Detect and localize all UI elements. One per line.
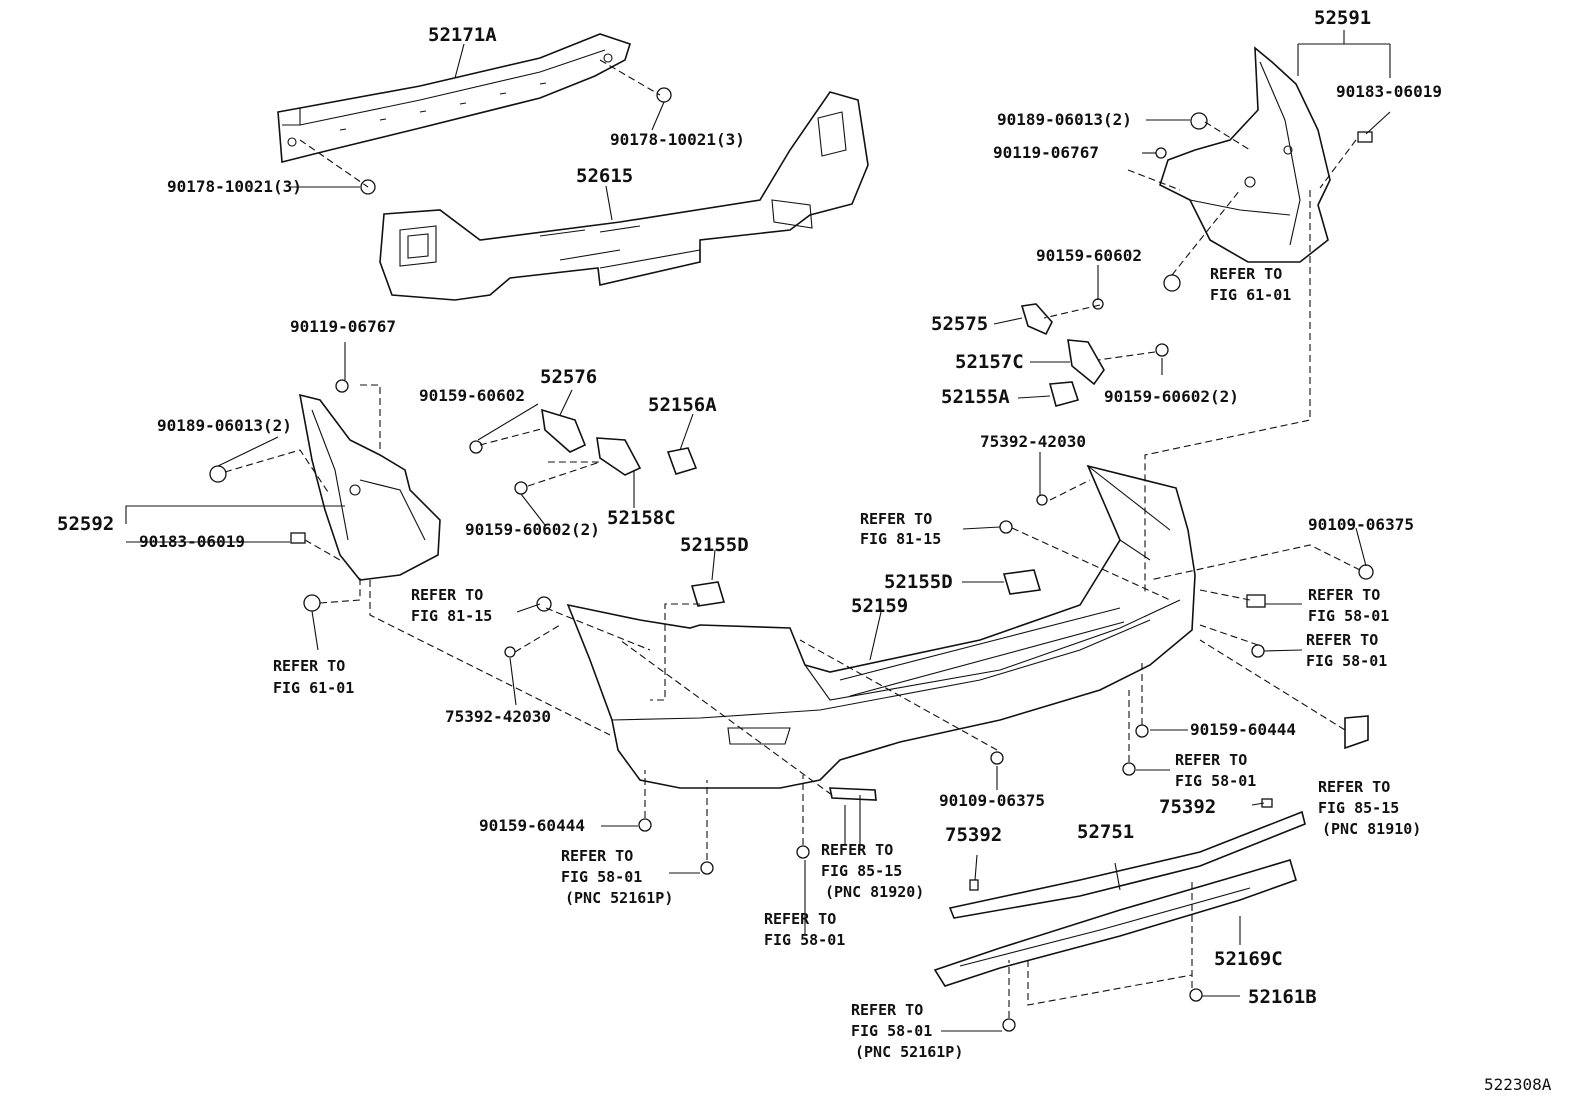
ref-fig61-right-line2: FIG 61-01 (1210, 286, 1291, 304)
label-90159-60444-right: 90159-60444 (1190, 720, 1296, 739)
ref-fig61-left-line1: REFER TO (273, 657, 345, 675)
ref-fig58-left-line3: (PNC 52161P) (565, 889, 673, 907)
bumper-cover-52159 (566, 464, 1196, 789)
label-52592: 52592 (57, 513, 114, 535)
label-90119-right: 90119-06767 (993, 143, 1099, 162)
ref-fig85-mid-line1: REFER TO (821, 841, 893, 859)
label-52576: 52576 (540, 366, 597, 388)
ref-fig58-left-line1: REFER TO (561, 847, 633, 865)
label-90159-60602-a: 90159-60602 (1036, 246, 1142, 265)
label-90159-60602-b: 90159-60602(2) (1104, 387, 1239, 406)
label-75392-left-clip: 75392 (945, 824, 1002, 846)
bracket-52158C (596, 437, 642, 476)
bracket-52157C (1067, 339, 1105, 386)
assembly-lines (224, 59, 1361, 1018)
label-90189-left: 90189-06013(2) (157, 416, 292, 435)
ref-fig58-c-line2: FIG 58-01 (1175, 772, 1256, 790)
label-52155A: 52155A (941, 386, 1010, 408)
label-75392-clip: 75392 (1159, 796, 1216, 818)
label-90189-right: 90189-06013(2) (997, 110, 1132, 129)
ref-fig58-mid-line2: FIG 58-01 (764, 931, 845, 949)
label-52155D-upper: 52155D (680, 534, 749, 556)
reinforcement-52171A (277, 33, 631, 164)
ref-fig58-bottom-line1: REFER TO (851, 1001, 923, 1019)
ref-fig81-a-line2: FIG 81-15 (860, 530, 941, 548)
bracket-52155D-lower (1002, 569, 1042, 595)
label-90183-left: 90183-06019 (139, 532, 245, 551)
lower-cover-52169C (933, 859, 1297, 987)
label-52575: 52575 (931, 313, 988, 335)
bracket-52576 (541, 408, 587, 453)
label-90178-top: 90178-10021(3) (610, 130, 745, 149)
label-52591: 52591 (1314, 7, 1371, 29)
label-75392-42030-left: 75392-42030 (445, 707, 551, 726)
label-52155D-lower: 52155D (884, 571, 953, 593)
label-90159-60602-c: 90159-60602 (419, 386, 525, 405)
moulding-52751 (948, 810, 1306, 919)
label-90109-bottom: 90109-06375 (939, 791, 1045, 810)
ref-fig85-right-line2: FIG 85-15 (1318, 799, 1399, 817)
leader-lines (125, 30, 1391, 1032)
ref-fig81-b-line2: FIG 81-15 (411, 607, 492, 625)
ref-fig58-left-line2: FIG 58-01 (561, 868, 642, 886)
label-52171A: 52171A (428, 24, 497, 46)
label-52159: 52159 (851, 595, 908, 617)
label-75392-42030-top: 75392-42030 (980, 432, 1086, 451)
ref-fig58-b-line1: REFER TO (1306, 631, 1378, 649)
label-52169C: 52169C (1214, 948, 1283, 970)
reflector-right (1344, 715, 1369, 750)
ref-fig58-b-line2: FIG 58-01 (1306, 652, 1387, 670)
ref-fig61-left-line2: FIG 61-01 (273, 679, 354, 697)
ref-fig61-right-line1: REFER TO (1210, 265, 1282, 283)
label-52615: 52615 (576, 165, 633, 187)
ref-fig85-mid-line2: FIG 85-15 (821, 862, 902, 880)
label-90159-60602-d: 90159-60602(2) (465, 520, 600, 539)
retainer-52592 (298, 393, 441, 581)
label-52156A: 52156A (648, 394, 717, 416)
retainer-52591 (1159, 46, 1331, 263)
ref-fig58-c-line1: REFER TO (1175, 751, 1247, 769)
illustration-code: 522308A (1484, 1075, 1552, 1094)
label-52751: 52751 (1077, 821, 1134, 843)
absorber-52615 (379, 91, 869, 301)
part-labels: 52171A 90178-10021(3) 90178-10021(3) 526… (57, 7, 1442, 1008)
label-90183-right: 90183-06019 (1336, 82, 1442, 101)
bracket-52155A (1048, 381, 1080, 407)
label-90178-left: 90178-10021(3) (167, 177, 302, 196)
ref-fig58-bottom-line3: (PNC 52161P) (855, 1043, 963, 1061)
reflector-left (829, 787, 877, 801)
ref-fig85-mid-line3: (PNC 81920) (825, 883, 924, 901)
ref-fig85-right-line3: (PNC 81910) (1322, 820, 1421, 838)
ref-fig58-bottom-line2: FIG 58-01 (851, 1022, 932, 1040)
ref-fig58-mid-line1: REFER TO (764, 910, 836, 928)
label-52161B: 52161B (1248, 986, 1317, 1008)
ref-fig58-a-line2: FIG 58-01 (1308, 607, 1389, 625)
ref-fig81-b-line1: REFER TO (411, 586, 483, 604)
bracket-52155D-upper (690, 581, 726, 607)
label-90119-left: 90119-06767 (290, 317, 396, 336)
bracket-52575 (1020, 303, 1053, 336)
label-90109-right: 90109-06375 (1308, 515, 1414, 534)
ref-fig85-right-line1: REFER TO (1318, 778, 1390, 796)
label-52158C: 52158C (607, 507, 676, 529)
bracket-52156A (666, 447, 698, 475)
reference-notes: REFER TO FIG 61-01 REFER TO FIG 81-15 RE… (273, 265, 1421, 1061)
label-90159-60444-left: 90159-60444 (479, 816, 585, 835)
label-52157C: 52157C (955, 351, 1024, 373)
ref-fig81-a-line1: REFER TO (860, 510, 932, 528)
ref-fig58-a-line1: REFER TO (1308, 586, 1380, 604)
